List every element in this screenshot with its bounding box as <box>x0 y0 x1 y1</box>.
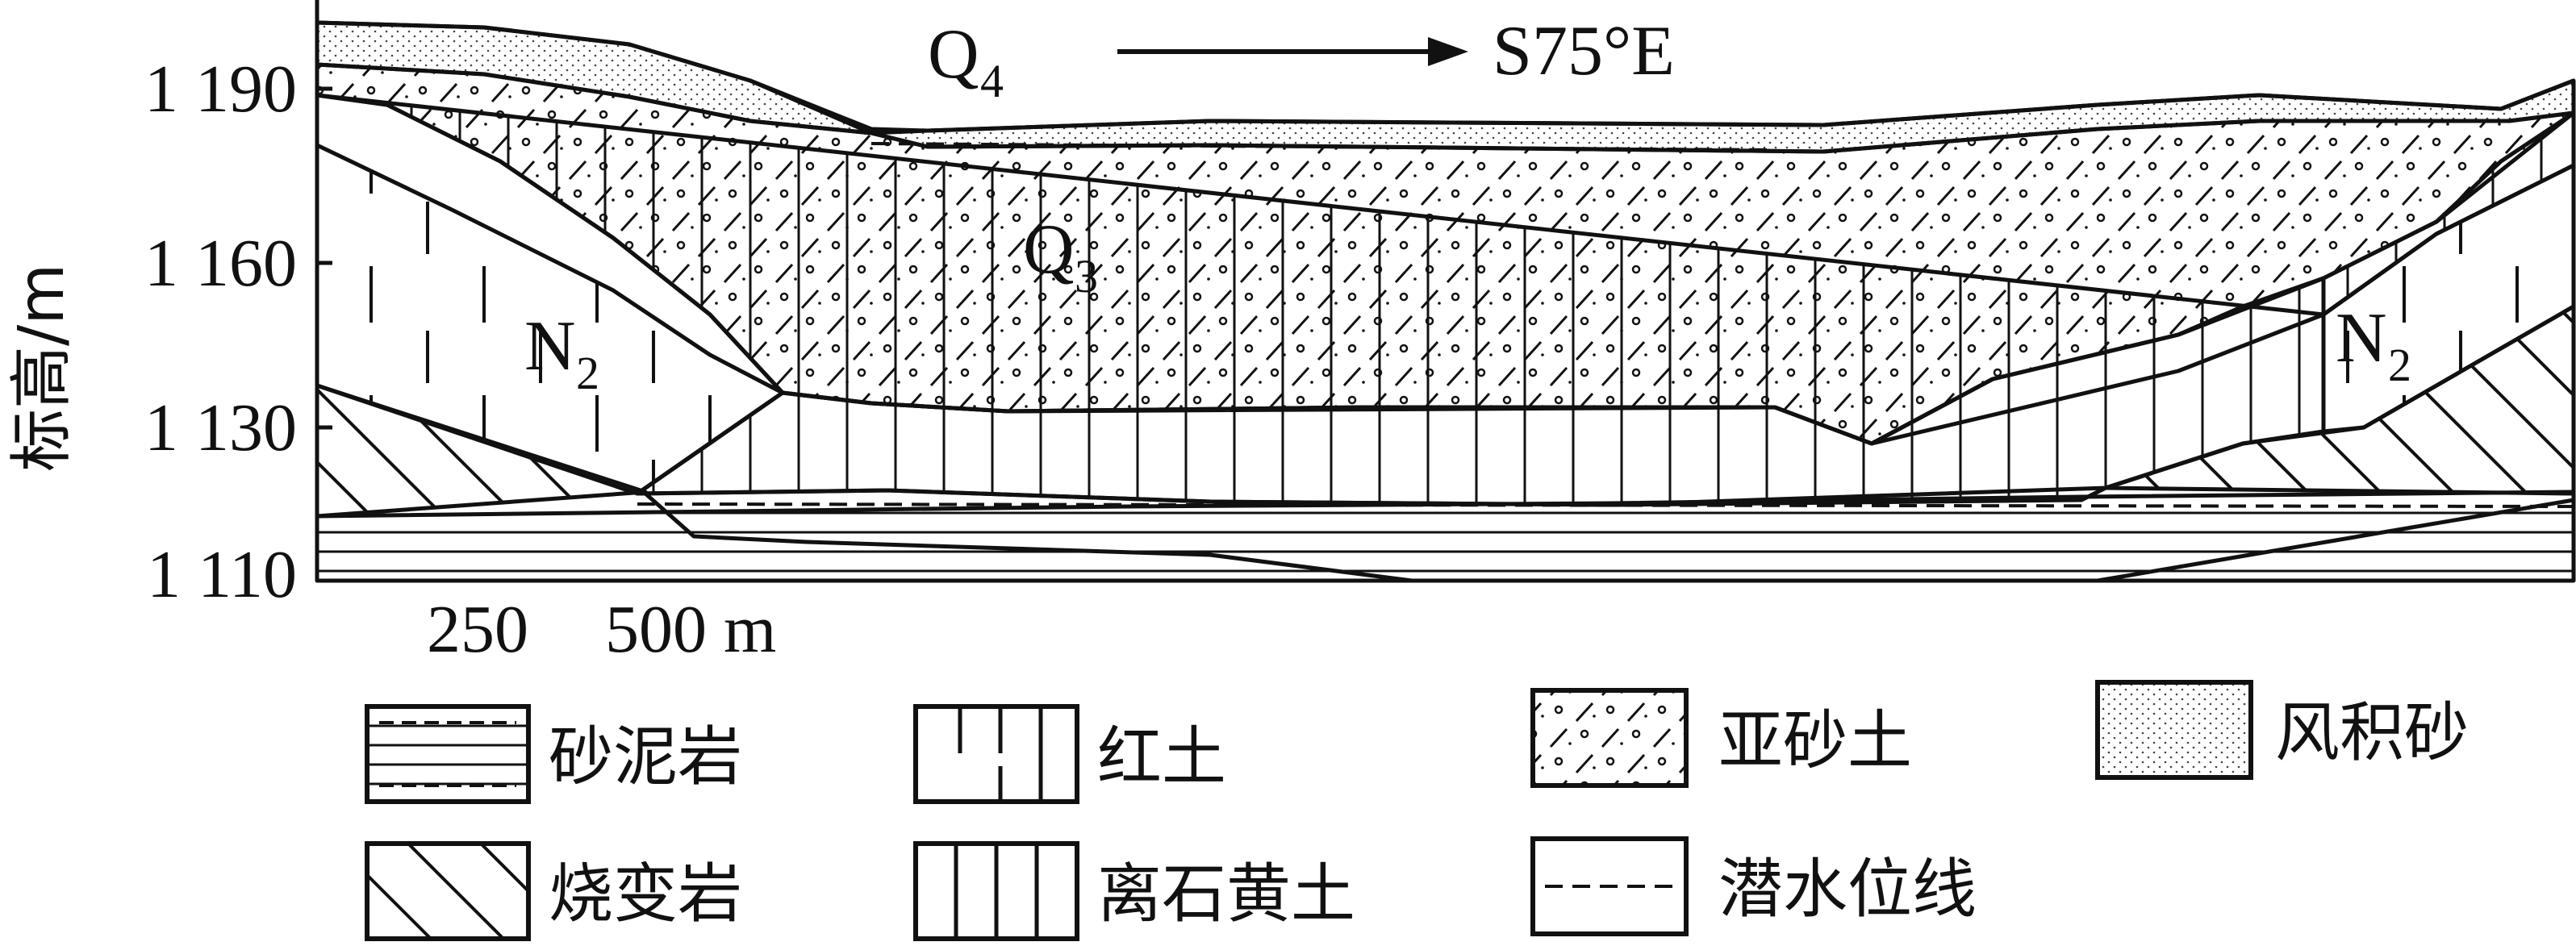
legend-label: 风积砂 <box>2275 695 2469 770</box>
legend-item-aeolian-sand: 风积砂 <box>2095 680 2469 780</box>
legend-label: 红土 <box>1097 719 1226 794</box>
direction-arrow-head <box>1428 37 1468 66</box>
n2-right-subscript: 2 <box>2388 339 2411 391</box>
direction-label: S75°E <box>1493 12 1675 90</box>
legend-item-lishi-loess: 离石黄土 <box>913 841 1355 941</box>
q3-subscript: 3 <box>1075 250 1098 302</box>
ground-surface <box>316 20 2574 133</box>
legend-item-burnt-rock: 烧变岩 <box>365 841 742 941</box>
legend-label: 潜水位线 <box>1718 852 1977 927</box>
n2-right-label: N <box>2336 299 2387 377</box>
legend-item-sandy-loam: 亚砂土 <box>1530 688 1912 788</box>
water-table-line-bottom <box>637 502 2574 508</box>
red-soil-left <box>315 143 785 496</box>
q4-subscript: 4 <box>980 55 1004 107</box>
section-labels: Q 4 S75°E Q 3 N 2 N 2 <box>524 12 2411 399</box>
y-tick-label: 1 110 <box>147 537 297 612</box>
y-tick-label: 1 160 <box>144 226 297 301</box>
water-table-line-left <box>870 142 1776 152</box>
legend-item-sandstone-mudstone: 砂泥岩 <box>365 704 742 804</box>
scale-tick-250: 250 <box>427 592 528 667</box>
y-tick-label: 1 130 <box>144 390 297 465</box>
legend-label: 离石黄土 <box>1097 856 1355 931</box>
n2-left-label: N <box>524 307 576 385</box>
y-axis-title: 标高/m <box>6 264 78 472</box>
legend: 砂泥岩 红土 亚砂土 风积砂 烧变岩 <box>365 680 2469 941</box>
scale-bar: 250 500 m <box>427 592 776 667</box>
legend-item-water-table: 潜水位线 <box>1530 836 1977 936</box>
q3-label: Q <box>1023 210 1075 289</box>
q4-label: Q <box>928 15 979 94</box>
legend-label: 亚砂土 <box>1718 703 1912 778</box>
section-body <box>315 20 2576 583</box>
y-axis: 1 190 1 160 1 130 1 110 标高/m <box>6 0 332 612</box>
y-tick-label: 1 190 <box>144 52 297 127</box>
legend-label: 烧变岩 <box>549 856 742 931</box>
legend-item-red-soil: 红土 <box>913 704 1226 804</box>
legend-label: 砂泥岩 <box>549 719 742 794</box>
n2-left-subscript: 2 <box>576 347 599 399</box>
scale-tick-500: 500 m <box>605 592 776 667</box>
